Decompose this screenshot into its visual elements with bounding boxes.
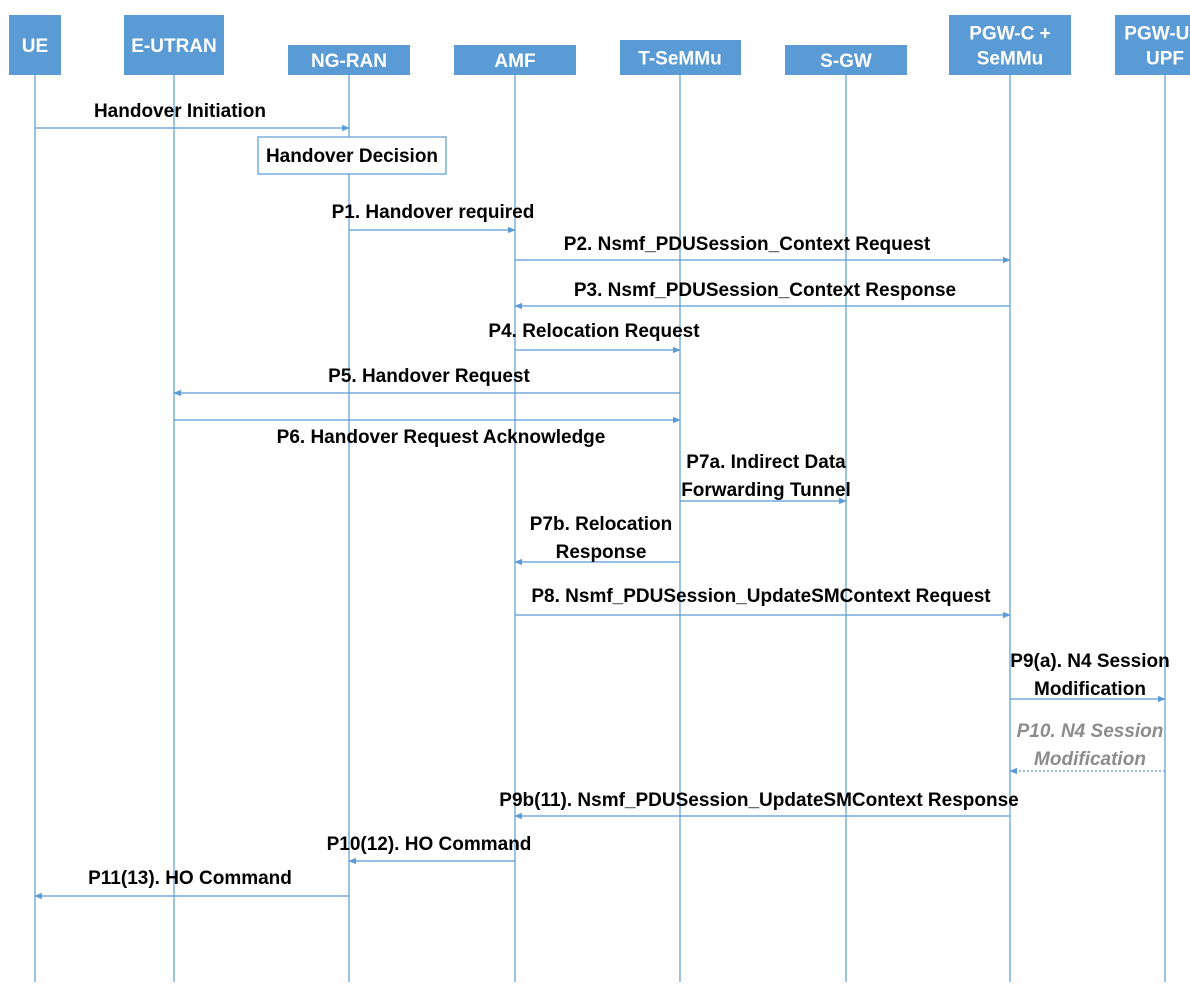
message-label: P7a. Indirect Data (686, 452, 846, 473)
participant-label: PGW-C + (969, 24, 1050, 45)
message-label: Modification (1034, 679, 1146, 700)
message-label: P8. Nsmf_PDUSession_UpdateSMContext Requ… (531, 586, 991, 607)
message-label: P3. Nsmf_PDUSession_Context Response (574, 280, 956, 301)
participant-tsemmu: T-SeMMu (620, 40, 741, 75)
message-label: P9(a). N4 Session (1010, 651, 1169, 672)
message-label: P5. Handover Request (328, 366, 530, 387)
message-label: Forwarding Tunnel (681, 480, 851, 501)
note-label: Handover Decision (266, 146, 438, 167)
participant-box (124, 15, 224, 75)
participant-label: S-GW (820, 51, 872, 72)
message-p6: P6. Handover Request Acknowledge (174, 416, 681, 448)
message-label: P7b. Relocation (530, 514, 673, 535)
participant-box (949, 15, 1071, 75)
message-label: P1. Handover required (332, 202, 535, 223)
participant-box (1115, 15, 1190, 75)
message-label: P10. N4 Session (1017, 721, 1164, 742)
participant-box (9, 15, 61, 75)
participant-label: T-SeMMu (638, 49, 721, 70)
message-label: P2. Nsmf_PDUSession_Context Request (564, 234, 931, 255)
participant-label: AMF (494, 51, 535, 72)
message-p5: P5. Handover Request (173, 366, 680, 397)
participant-box (454, 45, 576, 75)
message-handover-initiation: Handover Initiation (35, 101, 350, 132)
message-label: P10(12). HO Command (327, 834, 532, 855)
message-label: P6. Handover Request Acknowledge (277, 427, 606, 448)
participant-amf: AMF (454, 45, 576, 75)
message-p11-13: P11(13). HO Command (34, 868, 349, 900)
message-p1: P1. Handover required (332, 202, 535, 234)
message-p8: P8. Nsmf_PDUSession_UpdateSMContext Requ… (515, 586, 1011, 619)
participant-box (288, 45, 410, 75)
message-label: P9b(11). Nsmf_PDUSession_UpdateSMContext… (499, 790, 1018, 811)
note-box (257, 136, 447, 175)
message-label: Response (556, 542, 647, 563)
handover-decision-note: Handover Decision (257, 136, 447, 175)
participant-label: E-UTRAN (131, 36, 217, 57)
participant-label: UE (22, 36, 48, 57)
message-p3: P3. Nsmf_PDUSession_Context Response (514, 280, 1010, 310)
message-label: P11(13). HO Command (88, 868, 292, 889)
participant-box (620, 40, 741, 75)
message-p2: P2. Nsmf_PDUSession_Context Request (515, 234, 1011, 264)
message-label: Handover Initiation (94, 101, 266, 122)
message-p4: P4. Relocation Request (488, 321, 700, 354)
participant-sgw: S-GW (785, 45, 907, 75)
participant-pgwc: PGW-C + SeMMu (949, 15, 1071, 75)
participant-label: SeMMu (977, 49, 1044, 70)
participant-box (785, 45, 907, 75)
participant-ngran: NG-RAN (288, 45, 410, 75)
message-p10-12: P10(12). HO Command (327, 834, 532, 865)
participant-label: NG-RAN (311, 51, 387, 72)
message-label: Modification (1034, 749, 1146, 770)
message-p9b: P9b(11). Nsmf_PDUSession_UpdateSMContext… (499, 790, 1019, 820)
participant-label: PGW-U + (1124, 24, 1190, 45)
participant-eutran: E-UTRAN (124, 15, 224, 75)
participant-pgwu: PGW-U + UPF (1115, 15, 1190, 75)
participant-label: UPF (1146, 49, 1184, 70)
participant-ue: UE (9, 15, 61, 75)
message-label: P4. Relocation Request (488, 321, 700, 342)
